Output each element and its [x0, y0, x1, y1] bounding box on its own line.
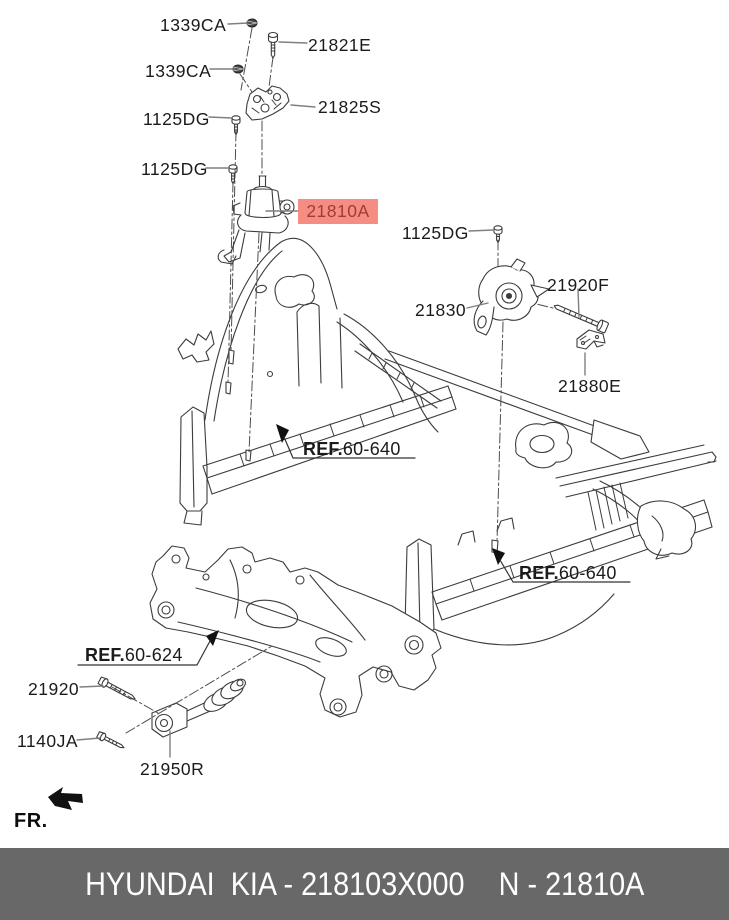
stopper-bracket-drawing	[576, 329, 606, 350]
part-label-1140ja[interactable]: 1140JA	[17, 731, 79, 751]
footer-bar: HYUNDAI KIA - 218103X000 N - 21810A	[0, 848, 729, 920]
leader-lines	[76, 22, 586, 758]
apron-assembly-left-drawing	[177, 237, 650, 526]
transmission-mount-drawing	[473, 258, 550, 336]
bolt-21821e	[267, 31, 279, 59]
part-label-1125dg-3[interactable]: 1125DG	[402, 223, 469, 243]
ref-arrow-60-640-lower	[492, 548, 631, 583]
selected-part-highlight-21810a[interactable]: 21810A	[298, 199, 378, 224]
bolt-21920f	[553, 304, 609, 334]
apron-assembly-right-drawing	[404, 421, 717, 646]
footer-brand-part-number: HYUNDAI KIA - 218103X000	[84, 865, 465, 902]
ref-number: 60-640	[342, 439, 401, 459]
front-direction-label: FR.	[14, 810, 48, 832]
support-bracket-drawing	[245, 85, 290, 121]
part-label-21880e[interactable]: 21880E	[558, 376, 622, 396]
bolt-1125dg-3	[493, 225, 503, 244]
part-label-1125dg-2[interactable]: 1125DG	[141, 159, 208, 179]
subframe-crossmember-drawing	[149, 545, 442, 718]
part-label-1125dg-1[interactable]: 1125DG	[143, 109, 210, 129]
bolt-1140ja	[96, 731, 125, 749]
part-label-21920f[interactable]: 21920F	[547, 275, 610, 295]
ref-label-60-640-upper[interactable]: REF.60-640	[303, 439, 401, 460]
roll-rod-drawing	[151, 678, 246, 738]
bolt-21920	[97, 676, 136, 700]
ref-arrow-60-624	[77, 630, 219, 666]
ref-prefix: REF.	[85, 645, 125, 665]
front-direction-arrow-icon	[48, 787, 83, 810]
ref-label-60-624[interactable]: REF.60-624	[85, 645, 183, 666]
footer-ref-part-number: N - 21810A	[498, 865, 645, 902]
ref-arrow-60-640-upper	[276, 424, 416, 459]
ref-prefix: REF.	[519, 563, 559, 583]
ref-number: 60-624	[124, 645, 183, 665]
part-label-21825s[interactable]: 21825S	[318, 97, 382, 117]
part-label-1339ca-lower[interactable]: 1339CA	[145, 61, 212, 81]
part-label-21920[interactable]: 21920	[28, 679, 80, 699]
engine-mount-drawing	[217, 175, 295, 265]
ref-prefix: REF.	[303, 439, 343, 459]
part-label-1339ca-upper[interactable]: 1339CA	[160, 15, 227, 35]
part-label-21810a: 21810A	[306, 201, 370, 221]
part-label-21830[interactable]: 21830	[415, 300, 467, 320]
part-label-21950r[interactable]: 21950R	[140, 759, 205, 779]
part-label-21821e[interactable]: 21821E	[308, 35, 372, 55]
ref-label-60-640-lower[interactable]: REF.60-640	[519, 563, 617, 584]
ref-number: 60-640	[558, 563, 617, 583]
bolt-1125dg-2	[228, 164, 238, 185]
